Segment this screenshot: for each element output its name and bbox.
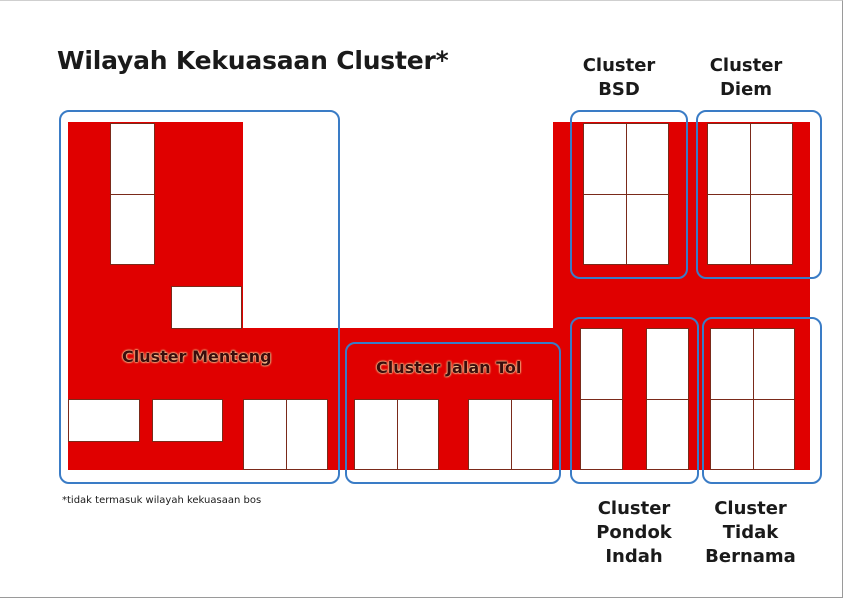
outline-cluster-bsd: [570, 110, 688, 279]
block-diem: [707, 123, 793, 265]
block-menteng-bottom-3: [243, 399, 328, 470]
block-bsd: [583, 123, 669, 265]
label-cluster-tidak-bernama-line3: Bernama: [705, 546, 796, 567]
label-cluster-jalan-tol: Cluster Jalan Tol: [376, 358, 522, 377]
label-cluster-diem-line1: Cluster: [709, 55, 783, 76]
outline-cluster-menteng: [59, 110, 340, 484]
block-menteng-tall: [110, 123, 155, 265]
label-cluster-bsd-line2: BSD: [598, 79, 640, 100]
label-cluster-pondok-indah-line1: Cluster: [597, 498, 671, 519]
label-cluster-tidak-bernama: Cluster Tidak Bernama: [703, 497, 798, 569]
outline-cluster-jalan-tol: [345, 342, 561, 484]
block-pondok-indah-2: [646, 328, 689, 470]
block-menteng-bottom-1: [68, 399, 140, 442]
label-cluster-pondok-indah-line2: Pondok: [596, 522, 672, 543]
outline-cluster-diem: [696, 110, 822, 279]
label-cluster-tidak-bernama-line1: Cluster: [714, 498, 787, 519]
label-cluster-tidak-bernama-line2: Tidak: [722, 522, 779, 543]
label-cluster-menteng: Cluster Menteng: [122, 347, 272, 366]
block-jalan-tol-1: [354, 399, 439, 470]
outline-cluster-pondok-indah: [570, 317, 699, 484]
block-jalan-tol-2: [468, 399, 553, 470]
outline-cluster-tidak-bernama: [702, 317, 822, 484]
block-menteng-bottom-2: [152, 399, 223, 442]
label-cluster-diem-line2: Diem: [719, 79, 773, 100]
map-title: Wilayah Kekuasaan Cluster*: [57, 46, 449, 75]
label-cluster-bsd-line1: Cluster: [582, 55, 656, 76]
label-cluster-diem: Cluster Diem: [701, 54, 791, 102]
block-tidak-bernama: [710, 328, 795, 470]
block-pondok-indah-1: [580, 328, 623, 470]
label-cluster-pondok-indah-line3: Indah: [605, 546, 663, 567]
block-menteng-mid: [171, 286, 242, 329]
footnote: *tidak termasuk wilayah kekuasaan bos: [62, 495, 262, 506]
label-cluster-bsd: Cluster BSD: [574, 54, 664, 102]
label-cluster-pondok-indah: Cluster Pondok Indah: [589, 497, 679, 569]
